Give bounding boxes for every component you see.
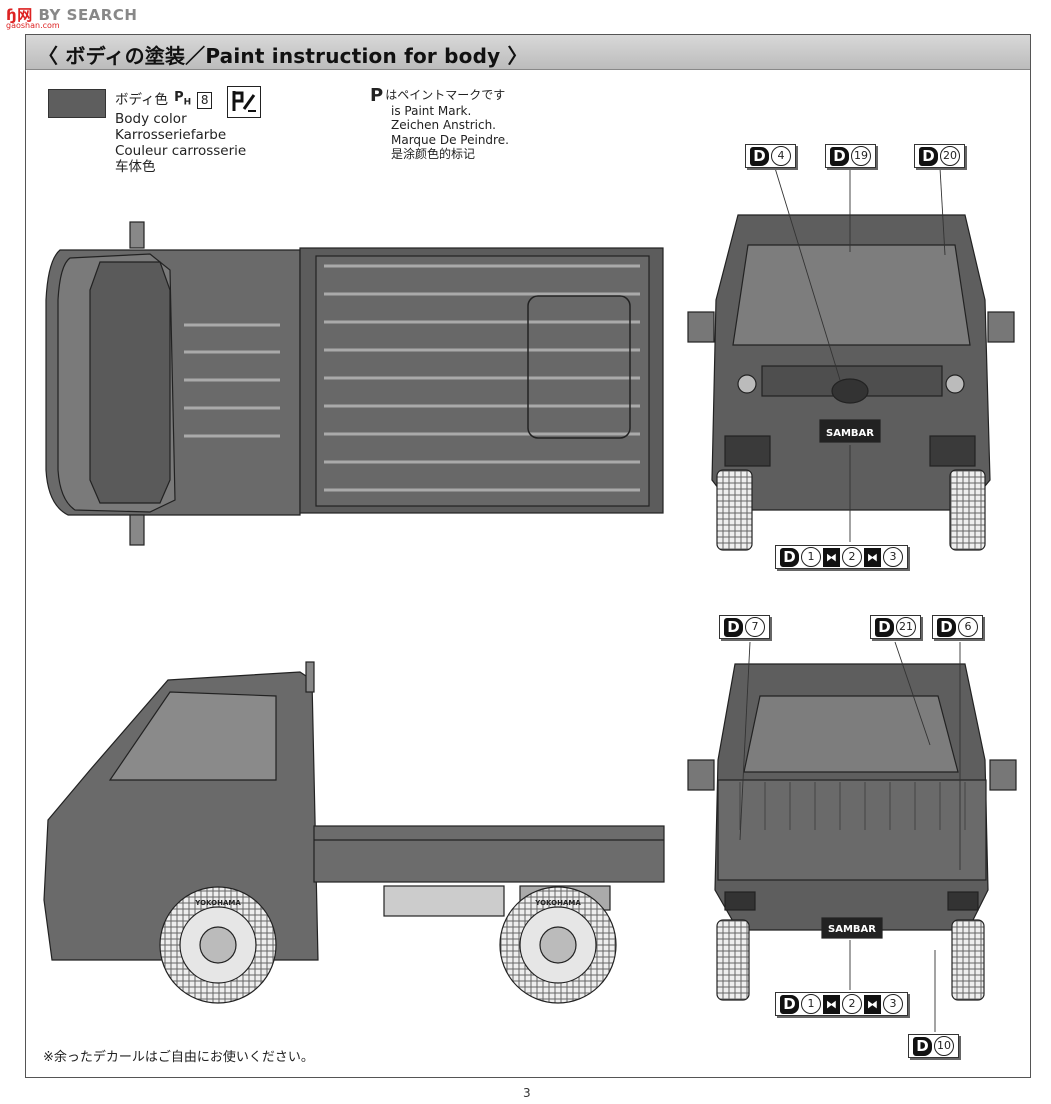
watermark-url: gaoshan.com [6,21,60,30]
body-color-label-de: Karrosseriefarbe [115,126,227,143]
decal-number: 1 [801,994,821,1014]
top-view [45,221,664,546]
leader-lines [739,167,961,1032]
callout-d10: D 10 [908,1034,959,1058]
decal-number: 7 [745,617,765,637]
decal-number: 21 [896,617,916,637]
decal-d-icon: D [919,146,938,166]
separator-icon: ⧓ [823,547,840,567]
paint-prefix: P [174,90,184,105]
body-color-label-en: Body color [115,110,187,127]
decal-d-icon: D [780,994,799,1014]
page-frame [25,34,1031,1078]
paint-mark-en: is Paint Mark. [391,103,472,118]
watermark-text: BY SEARCH [38,6,138,24]
watermark-char-b: 网 [17,6,33,24]
callout-d4: D 4 [745,144,796,168]
paint-mark-cn: 是涂颜色的标记 [391,147,476,161]
callout-d19: D 19 [825,144,876,168]
airbrush-icon [227,86,261,118]
decal-d-icon: D [937,617,956,637]
tire-brand-rear: YOKOHAMA [534,899,581,907]
decal-d-icon: D [750,146,769,166]
decal-footnote: ※余ったデカールはご自由にお使いください。 [43,1050,314,1065]
front-view [687,214,1015,551]
paint-sub: H [183,97,192,108]
decal-d-icon: D [830,146,849,166]
separator-icon: ⧓ [864,994,881,1014]
body-color-label-jp: ボディ色 [115,92,169,109]
decal-number: 19 [851,146,871,166]
decal-number: 3 [883,994,903,1014]
plate-text-rear: SAMBAR [828,924,876,935]
paint-number: 8 [197,91,213,109]
plate-text-front: SAMBAR [826,428,874,439]
paint-mark-icon: P [370,85,384,106]
callout-d21: D 21 [870,615,921,639]
decal-number: 3 [883,547,903,567]
callout-d6: D 6 [932,615,983,639]
callout-front-d1-3: D 1 ⧓ 2 ⧓ 3 [775,545,908,569]
paint-mark-jp: はペイントマークです [385,88,506,102]
paint-mark-fr: Marque De Peindre. [391,132,509,147]
page-number: 3 [523,1086,531,1100]
section-title: 〈 ボディの塗装／Paint instruction for body 〉 [38,44,528,68]
decal-number: 2 [842,994,862,1014]
decal-number: 20 [940,146,960,166]
decal-number: 4 [771,146,791,166]
decal-number: 2 [842,547,862,567]
body-color-legend: ボディ色 PH 8 Body color Karrosseriefarbe Co… [115,90,246,175]
callout-d20: D 20 [914,144,965,168]
decal-number: 6 [958,617,978,637]
tire-brand-front: YOKOHAMA [194,899,241,907]
decal-d-icon: D [875,617,894,637]
decal-number: 10 [934,1036,954,1056]
watermark-char-a: ɧ [6,6,18,24]
site-watermark: ɧ网 BY SEARCH [6,4,137,25]
decal-d-icon: D [780,547,799,567]
side-view [43,661,665,1004]
body-color-label-cn: 车体色 [115,158,156,175]
decal-d-icon: D [913,1036,932,1056]
body-color-label-fr: Couleur carrosserie [115,142,247,159]
separator-icon: ⧓ [864,547,881,567]
rear-view [687,663,1017,1001]
paint-code: PH [174,90,191,111]
body-color-swatch [48,89,106,118]
decal-d-icon: D [724,617,743,637]
section-title-bar [26,35,1030,70]
callout-d7: D 7 [719,615,770,639]
callout-rear-d1-3: D 1 ⧓ 2 ⧓ 3 [775,992,908,1016]
decal-number: 1 [801,547,821,567]
separator-icon: ⧓ [823,994,840,1014]
paint-mark-de: Zeichen Anstrich. [391,118,496,132]
